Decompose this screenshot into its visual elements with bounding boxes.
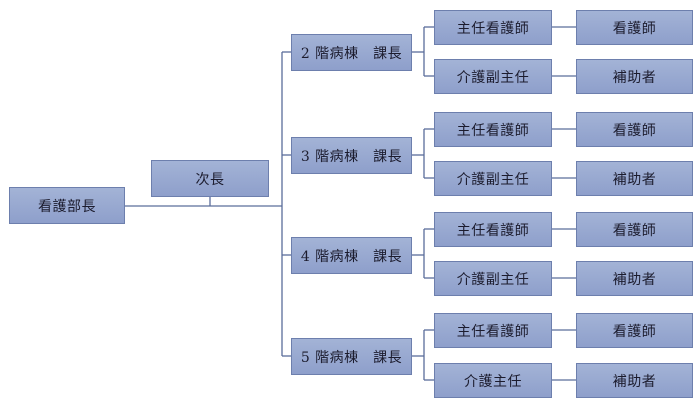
node-ward-2-aide: 補助者 <box>576 59 693 94</box>
node-ward-2-nurse: 看護師 <box>576 10 693 45</box>
node-ward-5: 5 階病棟 課長 <box>291 338 412 375</box>
node-ward-2-care-lead: 介護副主任 <box>434 59 552 94</box>
node-ward-3-aide: 補助者 <box>576 161 693 196</box>
node-ward-3: 3 階病棟 課長 <box>291 137 412 174</box>
node-ward-2: 2 階病棟 課長 <box>291 34 412 71</box>
node-ward-3-care-lead: 介護副主任 <box>434 161 552 196</box>
node-ward-4: 4 階病棟 課長 <box>291 237 412 274</box>
node-ward-4-head-nurse: 主任看護師 <box>434 212 552 247</box>
node-ward-3-head-nurse: 主任看護師 <box>434 112 552 147</box>
node-director: 看護部長 <box>9 187 125 224</box>
node-ward-2-head-nurse: 主任看護師 <box>434 10 552 45</box>
node-ward-5-aide: 補助者 <box>576 363 693 398</box>
node-ward-4-nurse: 看護師 <box>576 212 693 247</box>
node-ward-3-nurse: 看護師 <box>576 112 693 147</box>
node-ward-4-care-lead: 介護副主任 <box>434 261 552 296</box>
node-deputy: 次長 <box>151 160 269 197</box>
node-ward-5-care-lead: 介護主任 <box>434 363 552 398</box>
node-ward-4-aide: 補助者 <box>576 261 693 296</box>
node-ward-5-head-nurse: 主任看護師 <box>434 313 552 348</box>
node-ward-5-nurse: 看護師 <box>576 313 693 348</box>
